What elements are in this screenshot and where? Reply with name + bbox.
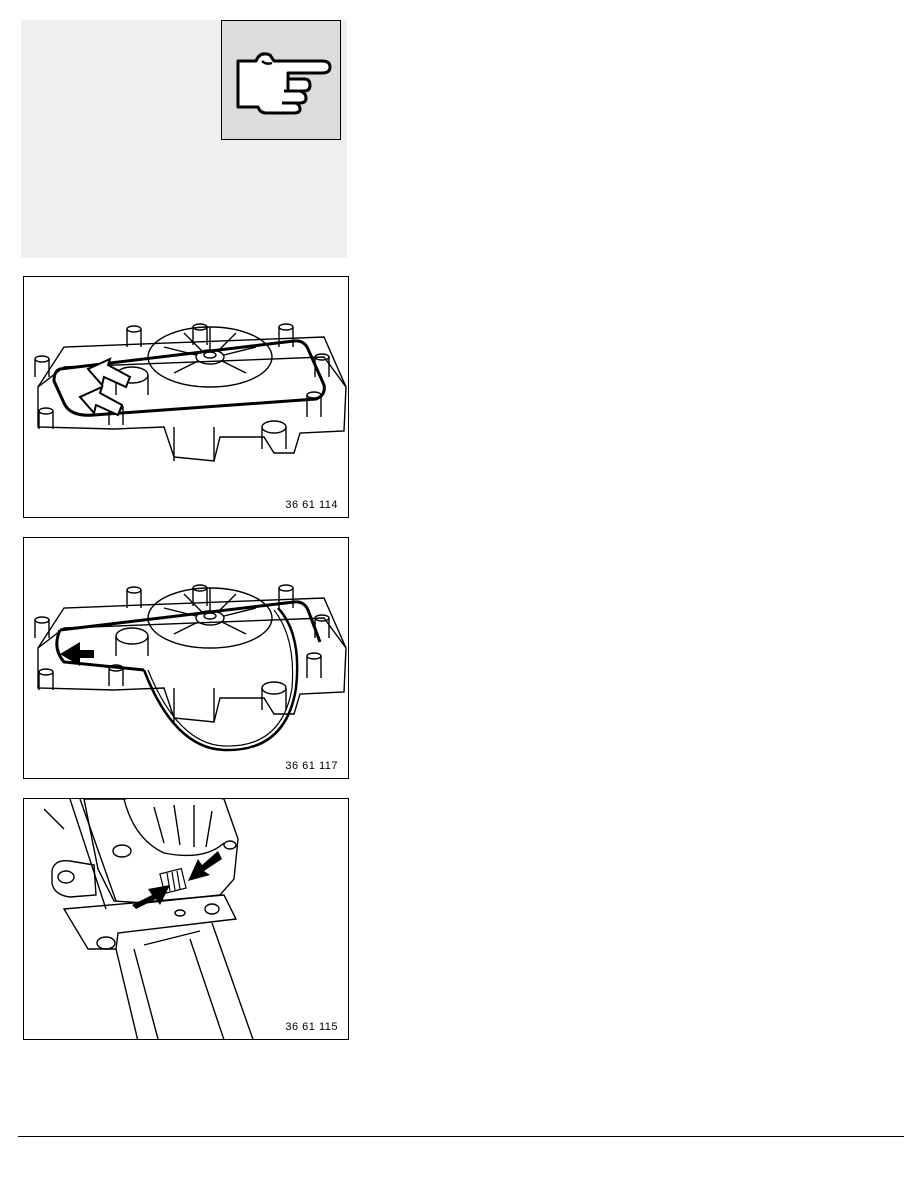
pointing-hand-icon xyxy=(221,20,341,140)
figure-gearbox-seal-install: 36 61 117 xyxy=(23,537,349,779)
footer-rule xyxy=(18,1136,904,1137)
figure-code: 36 61 117 xyxy=(285,760,338,772)
figure-code: 36 61 115 xyxy=(285,1021,338,1033)
figure-code: 36 61 114 xyxy=(285,499,338,511)
figure-gearbox-seal-removal: 36 61 114 xyxy=(23,276,349,518)
motor-housing-illustration xyxy=(43,799,254,1039)
figure-motor-connector: 36 61 115 xyxy=(23,798,349,1040)
gearbox-illustration xyxy=(34,323,347,462)
gearbox-illustration xyxy=(34,584,347,752)
